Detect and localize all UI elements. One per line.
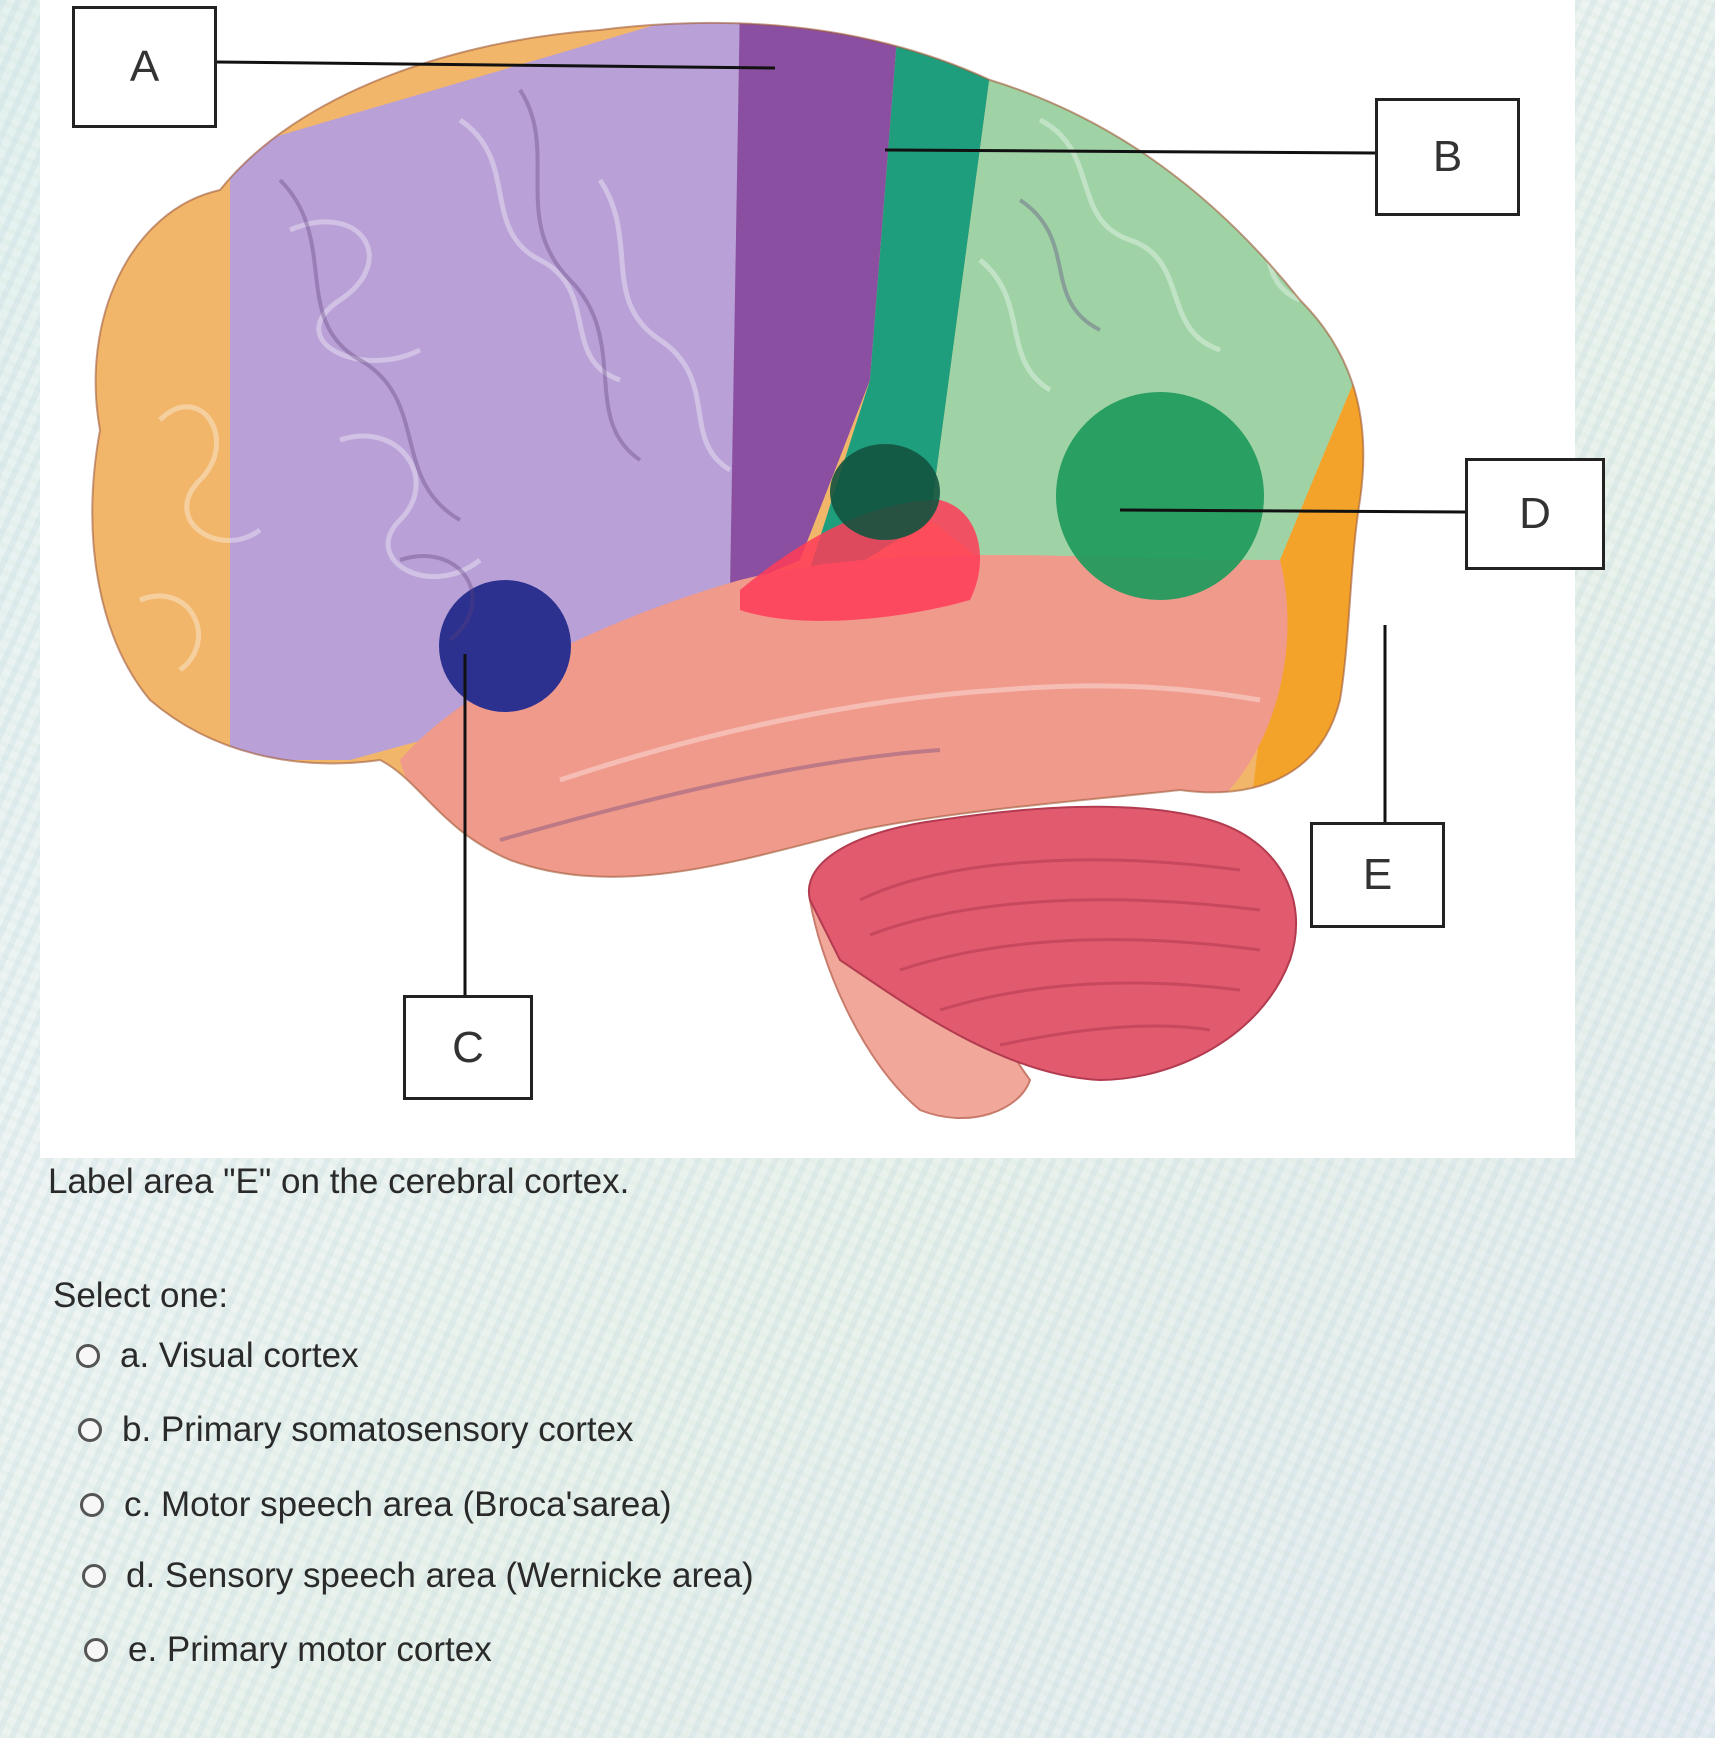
brain-diagram: A B C D E [40,0,1605,1158]
option-e-label: e. Primary motor cortex [128,1630,492,1669]
label-box-e: E [1310,822,1445,928]
label-d-text: D [1519,489,1551,538]
label-box-d: D [1465,458,1605,570]
leader-line-a [214,60,776,70]
radio-button-c[interactable] [80,1493,104,1517]
label-b-text: B [1432,132,1463,181]
option-b-label: b. Primary somatosensory cortex [122,1410,634,1449]
cerebrum [92,22,1364,877]
option-a-label: a. Visual cortex [120,1336,359,1375]
broca-area [439,580,571,712]
gustatory-area [830,444,940,540]
select-one-prompt: Select one: [53,1276,229,1315]
frontal-lobe [230,22,800,760]
option-c-label: c. Motor speech area (Broca'sarea) [124,1485,672,1524]
radio-button-d[interactable] [82,1564,106,1588]
radio-button-e[interactable] [84,1638,108,1662]
label-box-a: A [72,6,217,128]
wernicke-area [1056,392,1264,600]
leader-line-b [884,148,1376,155]
leader-lines [214,60,1466,995]
option-a[interactable]: a. Visual cortex [76,1336,359,1376]
label-c-text: C [452,1022,484,1072]
label-a-text: A [129,42,160,91]
option-d-label: d. Sensory speech area (Wernicke area) [126,1556,754,1595]
option-c[interactable]: c. Motor speech area (Broca'sarea) [80,1485,671,1525]
brain-illustration [91,21,1466,1119]
question-text: Label area "E" on the cerebral cortex. [48,1162,630,1201]
option-e[interactable]: e. Primary motor cortex [84,1630,492,1670]
label-box-b: B [1375,98,1520,216]
cerebellum-folia [859,858,1261,1047]
cerebrum-outline [91,21,1365,878]
sulci-texture [278,88,1101,842]
label-e-text: E [1362,850,1393,899]
radio-button-b[interactable] [78,1418,102,1442]
leader-line-d [1119,508,1466,514]
primary-auditory-cortex [740,500,980,621]
option-d[interactable]: d. Sensory speech area (Wernicke area) [82,1556,754,1596]
label-box-c: C [403,995,533,1100]
radio-button-a[interactable] [76,1344,100,1368]
option-b[interactable]: b. Primary somatosensory cortex [78,1410,634,1450]
primary-motor-cortex [730,22,900,590]
gyri-texture [139,117,1301,783]
